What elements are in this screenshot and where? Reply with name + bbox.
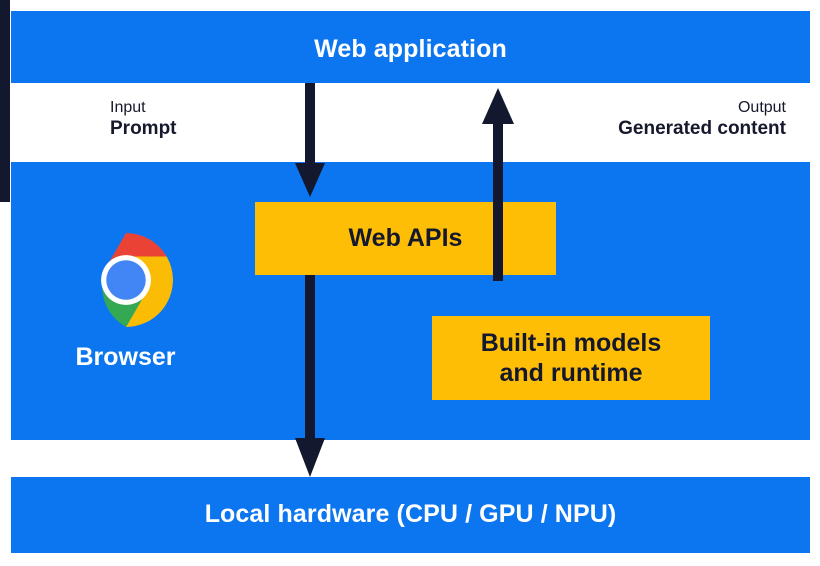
web-apis-label: Web APIs: [348, 224, 463, 253]
local-hardware-label: Local hardware (CPU / GPU / NPU): [204, 500, 617, 528]
output-kind-label: Output: [737, 99, 786, 116]
built-in-models-line1: Built-in models: [480, 328, 662, 357]
web-application-band: Web application: [11, 11, 810, 83]
output-caption: Output Generated content: [618, 99, 786, 140]
output-value-label: Generated content: [618, 117, 786, 139]
built-in-models-box: Built-in models and runtime: [432, 316, 710, 400]
browser-label: Browser: [75, 343, 176, 371]
hardware-arrow-icon: [292, 275, 328, 479]
input-caption: Input Prompt: [110, 99, 177, 140]
hardware-return-line: [0, 0, 10, 202]
local-hardware-band: Local hardware (CPU / GPU / NPU): [11, 477, 810, 553]
built-in-models-label: Built-in models and runtime: [481, 328, 662, 389]
input-value-label: Prompt: [110, 117, 177, 139]
input-kind-label: Input: [110, 99, 146, 116]
built-in-models-line2: and runtime: [499, 359, 643, 387]
web-apis-box: Web APIs: [255, 202, 556, 275]
input-arrow-icon: [292, 83, 328, 203]
web-application-label: Web application: [314, 35, 507, 63]
output-arrow-icon: [479, 86, 515, 281]
chrome-logo-icon: [100, 233, 173, 327]
browser-group: Browser: [44, 233, 207, 370]
